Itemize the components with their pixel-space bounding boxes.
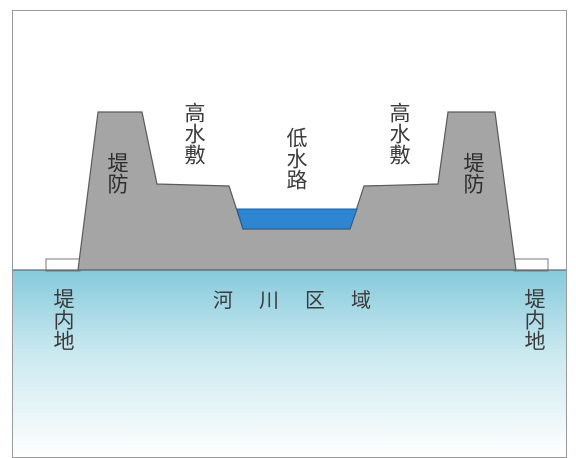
ground-area [13, 270, 566, 457]
landside-strip-left [45, 258, 81, 272]
landside-strip-right [513, 258, 549, 272]
low-water-channel-label: 低水路 [284, 127, 308, 190]
levee-left-label: 堤防 [105, 152, 129, 194]
levee-right-label: 堤防 [461, 152, 485, 194]
low-water-channel-water [236, 208, 358, 230]
river-area-label: 河川区域 [213, 288, 397, 312]
high-water-bed-right-label: 高水敷 [387, 102, 411, 165]
high-water-bed-left-label: 高水敷 [182, 102, 206, 165]
landside-left-label: 堤内地 [51, 288, 75, 351]
landside-right-label: 堤内地 [522, 288, 546, 351]
